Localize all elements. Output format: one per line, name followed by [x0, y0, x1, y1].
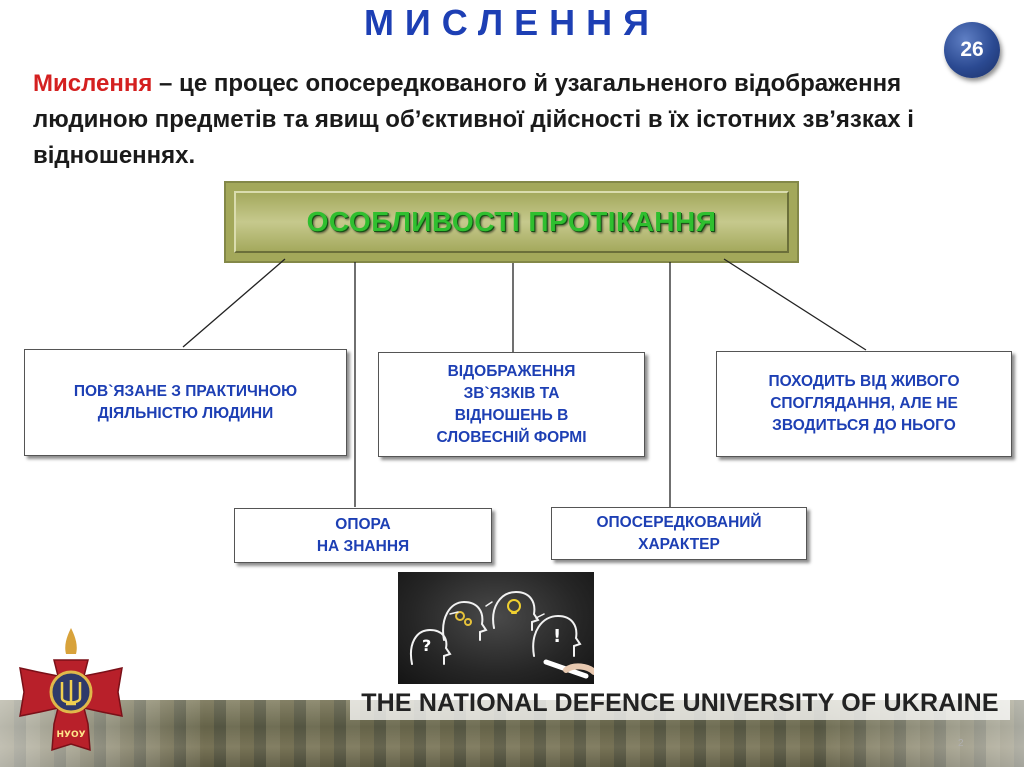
emblem-caption: НУОУ: [56, 730, 85, 740]
definition-text: Мислення – це процес опосередкованого й …: [33, 66, 993, 174]
svg-text:?: ?: [422, 636, 431, 655]
thinking-heads-picture: ? !: [398, 572, 594, 684]
feature-box-knowledge: ОПОРА НА ЗНАННЯ: [234, 508, 492, 563]
head-question-icon: ?: [410, 628, 452, 665]
head-gears-icon: [442, 600, 488, 641]
definition-term: Мислення: [33, 70, 153, 97]
head-lightbulb-icon: [492, 590, 540, 631]
slide-number-badge: 26: [944, 22, 1000, 78]
features-banner-label: ОСОБЛИВОСТІ ПРОТІКАННЯ: [306, 206, 717, 237]
feature-box-mediated: ОПОСЕРЕДКОВАНИЙ ХАРАКТЕР: [551, 507, 807, 560]
connector-line-5: [723, 258, 867, 351]
features-banner-panel: ОСОБЛИВОСТІ ПРОТІКАННЯ: [234, 191, 789, 253]
connector-line-1: [182, 258, 286, 348]
head-exclamation-icon: !: [532, 614, 582, 657]
features-banner: ОСОБЛИВОСТІ ПРОТІКАННЯ: [224, 181, 799, 263]
feature-box-practical: ПОВ`ЯЗАНЕ З ПРАКТИЧНОЮ ДІЯЛЬНІСТЮ ЛЮДИНИ: [24, 349, 347, 456]
footer-university-name: THE NATIONAL DEFENCE UNIVERSITY OF UKRAI…: [350, 686, 1010, 720]
definition-body: – це процес опосередкованого й узагальне…: [33, 70, 914, 169]
page-mark: 2: [958, 738, 964, 749]
feature-box-verbal: ВІДОБРАЖЕННЯ ЗВ`ЯЗКІВ ТА ВІДНОШЕНЬ В СЛО…: [378, 352, 645, 457]
svg-text:!: !: [553, 626, 561, 647]
university-emblem: НУОУ: [10, 620, 132, 767]
feature-box-contemplation: ПОХОДИТЬ ВІД ЖИВОГО СПОГЛЯДАННЯ, АЛЕ НЕ …: [716, 351, 1012, 457]
trident-icon: [60, 680, 82, 706]
slide-title: МИСЛЕННЯ: [363, 2, 661, 43]
